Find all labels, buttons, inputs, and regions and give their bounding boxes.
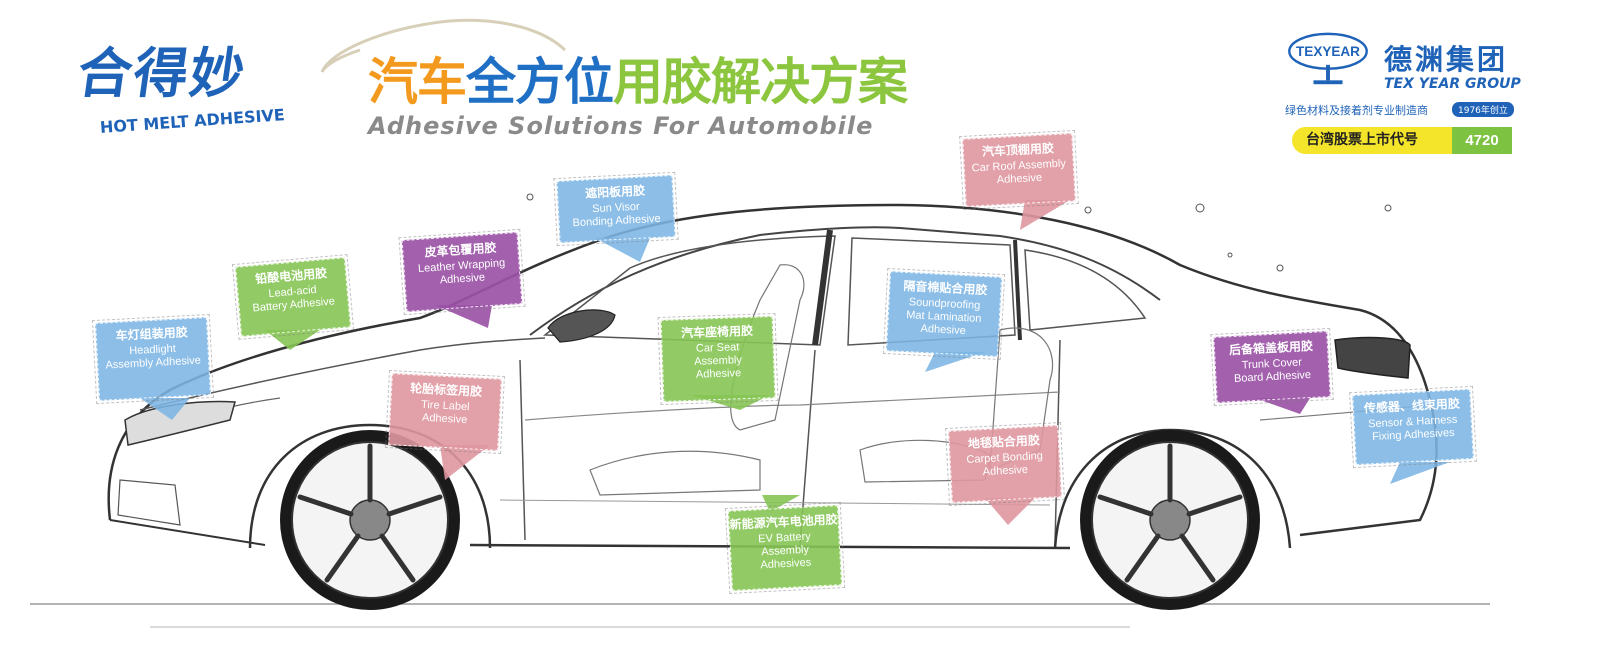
callout-sensor: 传感器、线束用胶 Sensor & Harness Fixing Adhesiv… (1349, 385, 1477, 469)
stock-code: 4720 (1452, 127, 1512, 154)
callout-battery: 铅酸电池用胶 Lead-acid Battery Adhesive (232, 253, 354, 341)
callout-sun-visor: 遮阳板用胶 Sun Visor Bonding Adhesive (553, 171, 679, 247)
title-part-2: 全方位 (466, 53, 614, 111)
company-name-cn: 德渊集团 (1384, 43, 1509, 76)
title-part-3: 用胶解决方案 (613, 53, 908, 111)
title-part-1: 汽车 (368, 53, 467, 111)
callout-label-cn: 汽车座椅用胶 (680, 323, 754, 341)
callout-ev-battery: 新能源汽车电池用胶 EV Battery Assembly Adhesives (724, 501, 846, 595)
callout-label-en: Sensor & Harness Fixing Adhesives (1367, 413, 1458, 444)
callout-tire-label: 轮胎标签用胶 Tire Label Adhesive (385, 369, 505, 455)
callout-label-en: Headlight Assembly Adhesive (105, 342, 202, 372)
logo-ring-text: TEXYEAR (1296, 44, 1360, 59)
callout-soundproofing: 隔音棉贴合用胶 Soundproofing Mat Lamination Adh… (882, 267, 1006, 361)
callout-label-en: Soundproofing Mat Lamination Adhesive (905, 296, 982, 338)
callout-headlight: 车灯组装用胶 Headlight Assembly Adhesive (91, 313, 215, 405)
stock-code-banner: 台湾股票上市代号 4720 (1292, 127, 1512, 154)
brand-logo-text: 合得妙 (73, 42, 251, 105)
founded-badge: 1976年创立 (1452, 102, 1514, 117)
texyear-logo-icon: TEXYEAR (1288, 32, 1368, 85)
callout-label-en: Leather Wrapping Adhesive (417, 256, 506, 287)
callout-label-en: Trunk Cover Board Adhesive (1233, 356, 1312, 385)
callout-label-en: EV Battery Assembly Adhesives (757, 530, 812, 572)
callout-trunk: 后备箱盖板用胶 Trunk Cover Board Adhesive (1210, 327, 1334, 407)
page-subtitle: Adhesive Solutions For Automobile (368, 112, 874, 140)
callout-seat: 汽车座椅用胶 Car Seat Assembly Adhesive (657, 312, 779, 406)
page-title: 汽车全方位用胶解决方案 (368, 52, 908, 112)
callout-label-en: Sun Visor Bonding Adhesive (572, 200, 661, 230)
callout-roof: 汽车顶棚用胶 Car Roof Assembly Adhesive (959, 129, 1079, 211)
callout-label-en: Car Seat Assembly Adhesive (694, 341, 743, 381)
callout-label-en: Carpet Bonding Adhesive (966, 450, 1044, 479)
callout-leather: 皮革包覆用胶 Leather Wrapping Adhesive (398, 228, 526, 316)
stock-label: 台湾股票上市代号 (1292, 127, 1452, 154)
company-tagline: 绿色材料及接着剂专业制造商 (1285, 104, 1428, 117)
callout-carpet: 地毯贴合用胶 Carpet Bonding Adhesive (945, 421, 1065, 507)
callout-label-en: Car Roof Assembly Adhesive (971, 157, 1067, 187)
company-name-en: TEX YEAR GROUP (1384, 76, 1521, 92)
callout-label-en: Tire Label Adhesive (420, 398, 470, 427)
